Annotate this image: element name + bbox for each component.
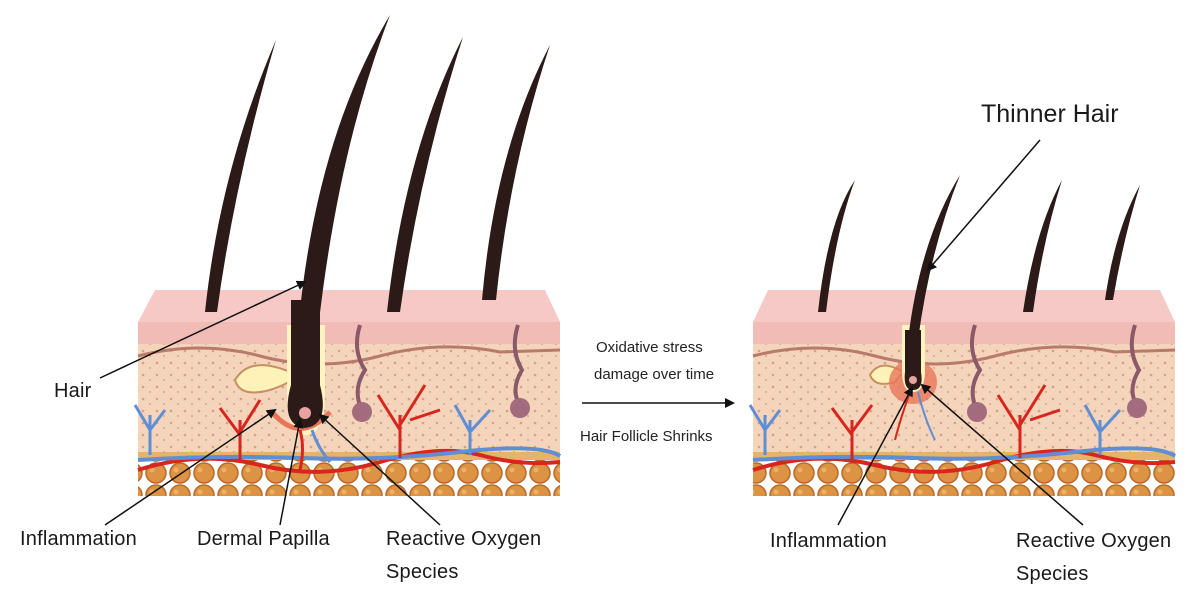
right-epidermis xyxy=(753,322,1175,344)
label-inflammation-right: Inflammation xyxy=(770,530,887,552)
left-skin-block xyxy=(133,15,562,496)
pointer-hair xyxy=(99,280,307,379)
right-fat-layer xyxy=(753,458,1175,496)
right-skin-block xyxy=(748,175,1177,496)
label-hair: Hair xyxy=(54,380,92,402)
label-ros-left-line2: Species xyxy=(386,561,459,583)
pointer-ros-left xyxy=(318,413,441,526)
left-hair-strand xyxy=(387,37,463,312)
left-sebaceous-gland xyxy=(233,364,294,394)
label-thinner-hair: Thinner Hair xyxy=(981,100,1119,128)
label-ros-left-line1: Reactive Oxygen xyxy=(386,528,542,550)
left-epidermis xyxy=(138,322,560,344)
left-hair-strand xyxy=(205,40,276,312)
pointer-thinner-hair xyxy=(926,139,1041,272)
left-hair-strand-main xyxy=(298,15,390,330)
label-inflammation-left: Inflammation xyxy=(20,528,137,550)
pointer-inflammation-right xyxy=(837,386,913,526)
left-fat-layer xyxy=(138,458,560,496)
pointer-ros-right xyxy=(920,383,1084,526)
right-thin-hair xyxy=(908,175,960,340)
label-follicle-shrinks: Hair Follicle Shrinks xyxy=(580,428,713,445)
label-dermal-papilla: Dermal Papilla xyxy=(197,528,330,550)
pointer-inflammation-left xyxy=(104,408,277,526)
label-damage-over-time: damage over time xyxy=(594,366,715,383)
pointer-arrows xyxy=(99,139,1084,526)
label-ros-right-line1: Reactive Oxygen xyxy=(1016,530,1172,552)
left-epidermis-top xyxy=(138,290,560,322)
left-hair-bulb xyxy=(287,300,323,428)
label-ros-right-line2: Species xyxy=(1016,563,1089,585)
label-oxidative-stress: Oxidative stress xyxy=(596,339,703,356)
pointer-dermal-papilla xyxy=(279,418,304,526)
left-hair-strand xyxy=(482,45,550,300)
right-hair-bulb xyxy=(904,330,922,390)
